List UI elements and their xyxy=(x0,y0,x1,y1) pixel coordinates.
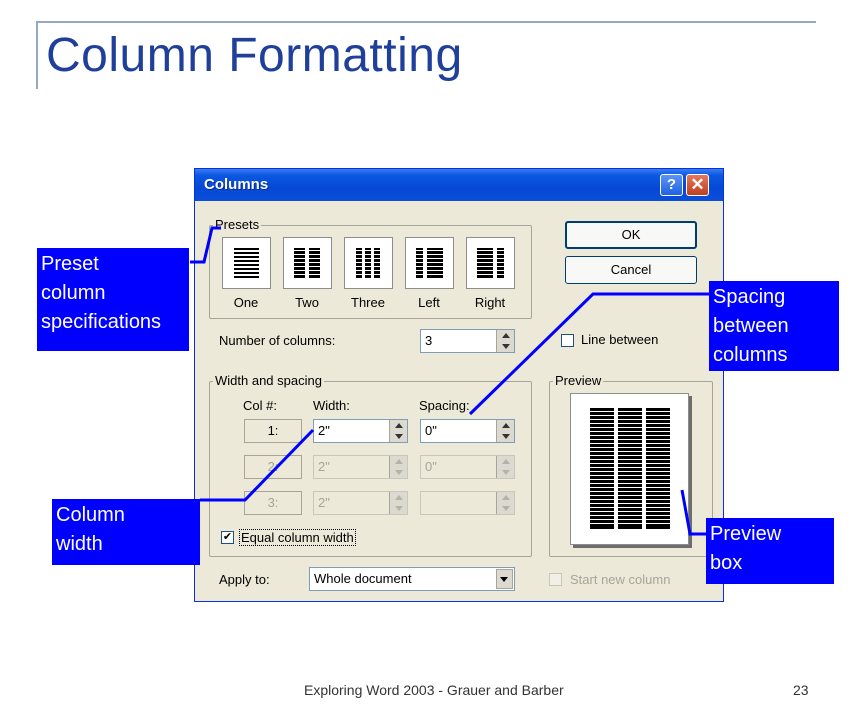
apply-to-dropdown[interactable]: Whole document xyxy=(309,567,515,591)
line-between-label[interactable]: Line between xyxy=(581,332,659,347)
spacing-spinner-1[interactable] xyxy=(496,420,514,442)
title-rule-vertical xyxy=(36,21,38,89)
preset-right[interactable] xyxy=(466,237,515,289)
start-new-column-label[interactable]: Start new column xyxy=(570,572,671,587)
preset-one[interactable] xyxy=(222,237,271,289)
width-input-1[interactable]: 2" xyxy=(313,419,408,443)
preview-legend: Preview xyxy=(553,373,604,388)
col-number-2: 2: xyxy=(244,455,302,479)
preview-columns-graphic xyxy=(589,408,671,529)
number-of-columns-value: 3 xyxy=(425,333,433,348)
preset-label-one[interactable]: One xyxy=(233,295,259,310)
col-number-header: Col #: xyxy=(243,398,277,413)
presets-legend: Presets xyxy=(213,217,262,232)
spacing-pointer xyxy=(468,292,710,416)
preset-left[interactable] xyxy=(405,237,454,289)
preview-pointer xyxy=(680,489,707,536)
spacing-spinner-3[interactable] xyxy=(496,492,514,514)
spacing-input-2[interactable]: 0" xyxy=(420,455,515,479)
callout-spacing-line2: between xyxy=(713,315,789,337)
width-input-2[interactable]: 2" xyxy=(313,455,408,479)
presets-group: Presets xyxy=(209,217,532,319)
width-spacing-legend: Width and spacing xyxy=(213,373,324,388)
preset-three-icon xyxy=(354,248,384,278)
slide-footer: Exploring Word 2003 - Grauer and Barber xyxy=(304,682,564,698)
width-value-1: 2" xyxy=(318,423,330,438)
title-rule-horizontal xyxy=(36,21,816,23)
width-header: Width: xyxy=(313,398,350,413)
preset-three[interactable] xyxy=(344,237,393,289)
spacing-value-2: 0" xyxy=(425,459,437,474)
number-of-columns-spinner[interactable] xyxy=(496,330,514,352)
ok-button[interactable]: OK xyxy=(565,221,697,249)
start-new-column-checkbox[interactable] xyxy=(549,573,562,586)
callout-spacing-line1: Spacing xyxy=(713,286,786,308)
help-button[interactable]: ? xyxy=(660,174,683,196)
preset-label-two[interactable]: Two xyxy=(295,295,319,310)
col-number-3: 3: xyxy=(244,491,302,515)
preset-left-icon xyxy=(415,248,445,278)
width-spinner-2[interactable] xyxy=(389,456,407,478)
width-pointer xyxy=(200,428,315,502)
callout-presets-line1: Preset xyxy=(41,253,99,275)
preset-right-icon xyxy=(476,248,506,278)
page-number: 23 xyxy=(793,682,809,698)
preview-page xyxy=(570,393,689,545)
close-button[interactable]: ✕ xyxy=(686,174,709,196)
dialog-title: Columns xyxy=(204,176,269,193)
callout-presets: Preset column specifications xyxy=(37,248,189,351)
presets-pointer xyxy=(190,226,221,264)
spacing-header: Spacing: xyxy=(419,398,470,413)
width-input-3[interactable]: 2" xyxy=(313,491,408,515)
preset-one-icon xyxy=(234,248,259,278)
preset-two[interactable] xyxy=(283,237,332,289)
number-of-columns-label: Number of columns: xyxy=(219,333,336,348)
spacing-input-3[interactable] xyxy=(420,491,515,515)
apply-to-value: Whole document xyxy=(314,571,412,586)
callout-width: Column width xyxy=(52,499,200,565)
chevron-down-icon[interactable] xyxy=(496,569,513,589)
columns-dialog: Columns ? ✕ Presets xyxy=(194,168,724,602)
cancel-button[interactable]: Cancel xyxy=(565,256,697,284)
number-of-columns-input[interactable]: 3 xyxy=(420,329,515,353)
callout-presets-line3: specifications xyxy=(41,311,162,333)
callout-width-line2: width xyxy=(56,533,103,555)
callout-presets-line2: column xyxy=(41,282,106,304)
line-between-checkbox[interactable] xyxy=(561,334,574,347)
width-value-2: 2" xyxy=(318,459,330,474)
preset-two-icon xyxy=(293,248,323,278)
callout-preview-line2: box xyxy=(710,552,743,574)
col-number-1: 1: xyxy=(244,419,302,443)
apply-to-label: Apply to: xyxy=(219,572,270,587)
dialog-titlebar[interactable]: Columns ? ✕ xyxy=(195,169,723,201)
preview-group: Preview xyxy=(549,373,713,557)
preset-label-three[interactable]: Three xyxy=(351,295,385,310)
width-spacing-group: Width and spacing xyxy=(209,373,532,557)
equal-column-width-checkbox[interactable]: ✔ xyxy=(221,531,234,544)
preset-label-right[interactable]: Right xyxy=(474,295,506,310)
slide-title: Column Formatting xyxy=(46,29,463,82)
callout-spacing-line3: columns xyxy=(713,344,788,366)
width-spinner-1[interactable] xyxy=(389,420,407,442)
callout-spacing: Spacing between columns xyxy=(709,281,839,371)
callout-width-line1: Column xyxy=(56,504,125,526)
callout-preview: Preview box xyxy=(706,518,834,584)
spacing-spinner-2[interactable] xyxy=(496,456,514,478)
spacing-value-1: 0" xyxy=(425,423,437,438)
equal-column-width-label[interactable]: Equal column width xyxy=(239,529,356,546)
spacing-input-1[interactable]: 0" xyxy=(420,419,515,443)
callout-preview-line1: Preview xyxy=(710,523,782,545)
preset-label-left[interactable]: Left xyxy=(418,295,440,310)
width-spinner-3[interactable] xyxy=(389,492,407,514)
width-value-3: 2" xyxy=(318,495,330,510)
